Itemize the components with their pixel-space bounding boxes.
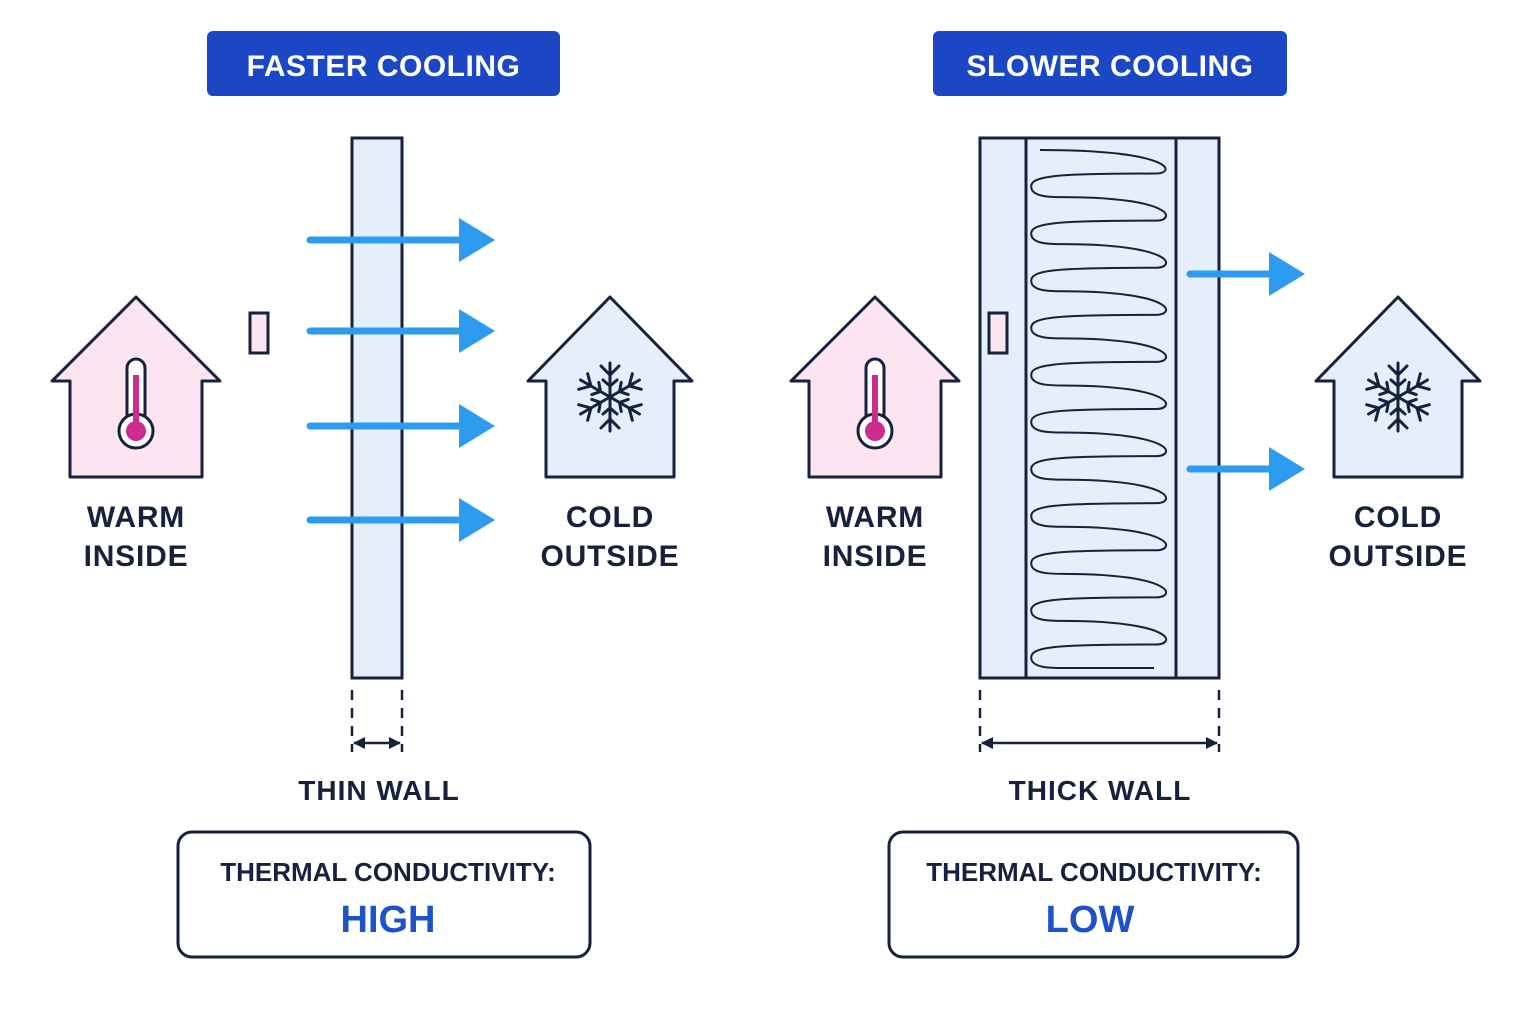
cold-outside-label-line1: COLD <box>566 501 654 534</box>
thick-insulated-wall <box>978 136 1221 680</box>
heat-flow-arrows <box>306 218 495 542</box>
left-panel: FASTER COOLING WARM INSIDE COLD OUTSIDE … <box>50 31 692 959</box>
heat-flow-arrow-2 <box>306 309 495 353</box>
right-panel: SLOWER COOLING WARM INSIDE COLD OUTSIDE <box>789 31 1480 959</box>
heat-flow-arrow-1 <box>1186 252 1305 296</box>
conductivity-value-low: LOW <box>1046 899 1135 941</box>
heat-flow-arrow-3 <box>306 404 495 448</box>
cold-outside-label-line2: OUTSIDE <box>541 540 680 573</box>
warm-inside-label-line1: WARM <box>87 501 185 534</box>
heat-flow-arrow-2 <box>1186 447 1305 491</box>
warm-house-icon <box>50 295 270 479</box>
conductivity-label: THERMAL CONDUCTIVITY: <box>926 857 1262 887</box>
thin-wall-dimension <box>350 690 404 752</box>
slower-cooling-banner: SLOWER COOLING <box>933 31 1287 96</box>
faster-cooling-title: FASTER COOLING <box>247 50 521 83</box>
warm-inside-label-line1: WARM <box>826 501 924 534</box>
thick-wall-label: THICK WALL <box>1009 775 1192 806</box>
faster-cooling-banner: FASTER COOLING <box>207 31 560 96</box>
slower-cooling-title: SLOWER COOLING <box>967 50 1254 83</box>
cold-outside-label-line1: COLD <box>1354 501 1442 534</box>
low-conductivity-box: THERMAL CONDUCTIVITY: LOW <box>887 830 1300 959</box>
thin-wall <box>350 136 404 680</box>
warm-house-icon <box>789 295 1009 479</box>
heat-flow-arrow-1 <box>306 218 495 262</box>
thick-wall-dimension <box>978 690 1221 752</box>
warm-inside-label-line2: INSIDE <box>823 540 928 573</box>
insulation-batting <box>1030 149 1168 669</box>
cold-house-icon <box>1316 297 1480 477</box>
heat-flow-arrow-4 <box>306 498 495 542</box>
reduced-heat-flow-arrows <box>1186 252 1305 491</box>
conductivity-label: THERMAL CONDUCTIVITY: <box>220 857 556 887</box>
high-conductivity-box: THERMAL CONDUCTIVITY: HIGH <box>176 830 592 959</box>
thin-wall-label: THIN WALL <box>298 775 459 806</box>
cold-house-icon <box>528 297 692 477</box>
conductivity-value-high: HIGH <box>341 899 436 941</box>
cold-outside-label-line2: OUTSIDE <box>1329 540 1468 573</box>
warm-inside-label-line2: INSIDE <box>84 540 189 573</box>
